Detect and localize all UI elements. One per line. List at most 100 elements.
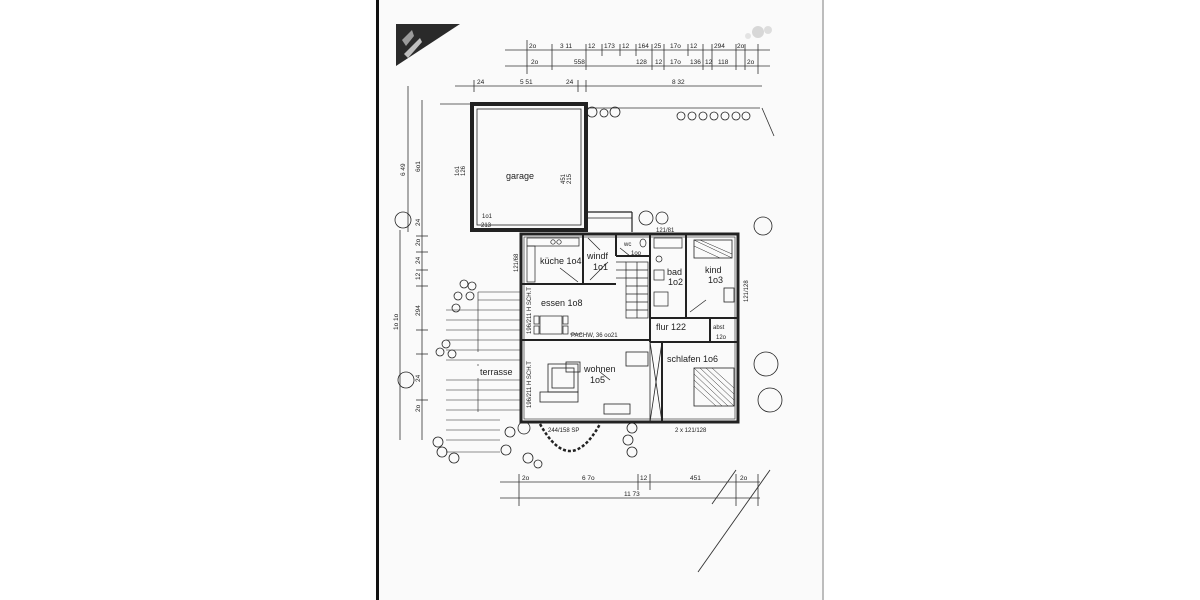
windf-door: [587, 237, 609, 281]
dim-bottom1-2: 12: [640, 475, 648, 482]
room-kind-num: 1o3: [708, 275, 723, 285]
garage-structure: [470, 102, 633, 232]
dim-left2-1: 24: [415, 218, 422, 226]
room-garage: garage: [506, 171, 534, 181]
dim-top3-2: 24: [566, 79, 574, 86]
dim-top1-3: 173: [604, 43, 615, 50]
dim-top2-2: 128: [636, 59, 647, 66]
house-outer-walls: [519, 232, 740, 424]
dim-top1-2: 12: [588, 43, 596, 50]
wc-fixtures: [619, 238, 647, 257]
garage-height: 451: [561, 173, 567, 184]
bottom-dimension-texts: 2o 6 7o 12 451 2o 11 73: [522, 475, 748, 498]
dim-left3-0: 1o 1o: [393, 313, 400, 330]
room-terrasse: terrasse: [480, 367, 513, 377]
room-bad-num: 1o2: [668, 277, 683, 287]
garage-door-1: 1o1: [482, 214, 493, 220]
room-wohnen: wohnen: [583, 364, 616, 374]
diagonal-boundary: [697, 469, 771, 573]
dim-left2-0: 6o1: [415, 161, 422, 172]
wohnen-furniture: [539, 351, 649, 415]
dim-top1-6: 25: [654, 43, 662, 50]
dim-left2-5: 294: [415, 305, 422, 316]
dim-left2-4: 12: [415, 272, 422, 280]
room-kind: kind: [705, 265, 722, 275]
garage-side: 1o1: [455, 165, 461, 176]
dim-top2-6: 12: [705, 59, 713, 66]
column-element: [649, 341, 663, 423]
garage-height-2: 215: [567, 173, 573, 184]
dim-top2-1: 558: [574, 59, 585, 66]
dim-left2-2: 2o: [415, 238, 422, 246]
room-essen: essen 1o8: [541, 298, 583, 308]
bottom-dimension-lines: [500, 474, 760, 506]
property-boundary: [440, 103, 775, 137]
dim-bottom2-0: 11 73: [624, 491, 640, 498]
room-kueche: küche 1o4: [540, 256, 582, 266]
room-flur: flur 122: [656, 322, 686, 332]
dim-top2-4: 17o: [670, 59, 681, 66]
room-abst-num: 12o: [716, 335, 727, 341]
interior-walls: [521, 234, 738, 422]
room-wohnen-num: 1o5: [590, 375, 605, 385]
room-windf-num: 1o1: [593, 262, 608, 272]
dim-top1-4: 12: [622, 43, 630, 50]
terrace-label-bg: [476, 366, 516, 378]
dim-bottom1-4: 2o: [740, 475, 748, 482]
dim-top1-5: 164: [638, 43, 649, 50]
room-windf: windf: [586, 251, 609, 261]
scan-smudge: [745, 26, 772, 39]
pachw-note: PACHW, 36 oo21: [571, 333, 618, 339]
page-left-edge: [376, 0, 379, 600]
room-schlafen: schlafen 1o6: [667, 354, 718, 364]
bad-fixtures: [653, 237, 683, 307]
dim-top2-3: 12: [655, 59, 663, 66]
garage-door-2: 213: [481, 223, 492, 229]
dim-top3-0: 24: [477, 79, 485, 86]
wohnen-door: 196/211 H SCH.T: [527, 361, 533, 408]
window-kueche: 121/68: [514, 253, 520, 272]
room-wc-num: 1oo: [631, 251, 642, 257]
room-wc: wc: [623, 242, 631, 248]
dim-top1-9: 294: [714, 43, 725, 50]
room-abst: abst: [713, 325, 725, 331]
kitchen-counters: [526, 237, 580, 283]
dim-top2-8: 2o: [747, 59, 755, 66]
window-schlafen: 2 x 121/128: [675, 428, 707, 434]
left-dimension-texts: 6 49 6o1 24 2o 24 12 294 24 2o 1o 1o: [393, 161, 422, 412]
dim-bottom1-1: 6 7o: [582, 475, 595, 482]
dim-top1-7: 17o: [670, 43, 681, 50]
bay-window: [538, 423, 602, 453]
staircase: [616, 261, 649, 319]
dim-left1-0: 6 49: [400, 163, 407, 176]
dim-left2-3: 24: [415, 256, 422, 264]
window-wc: 121/81: [656, 228, 675, 234]
schlafen-bed: [693, 367, 735, 407]
dim-left2-7: 2o: [415, 404, 422, 412]
room-bad: bad: [667, 267, 682, 277]
dim-top2-0: 2o: [531, 59, 539, 66]
dim-top1-1: 3 11: [560, 43, 573, 50]
essen-furniture: [533, 315, 582, 335]
top-dimension-lines: [455, 40, 770, 92]
dim-bottom1-3: 451: [690, 475, 701, 482]
window-kind: 121/128: [744, 280, 750, 302]
garage-side-2: 126: [461, 165, 467, 176]
dim-top2-7: 118: [718, 59, 729, 66]
dim-bottom1-0: 2o: [522, 475, 530, 482]
dim-left2-6: 24: [415, 374, 422, 382]
dim-top1-10: 2o: [737, 43, 745, 50]
page-right-edge: [822, 0, 824, 600]
corner-stamp: [396, 24, 460, 66]
dim-top1-0: 2o: [529, 43, 537, 50]
essen-door: 196/211 H SCH.T: [527, 287, 533, 334]
dim-top3-3: 8 32: [672, 79, 685, 86]
bay-window-label: 244/158 SP: [548, 428, 579, 434]
left-dimension-lines: [399, 86, 428, 440]
kind-bed: [689, 239, 735, 313]
dim-top1-8: 12: [690, 43, 698, 50]
shrubs: [394, 106, 783, 469]
dim-top3-1: 5 51: [520, 79, 533, 86]
dim-top2-5: 136: [690, 59, 701, 66]
